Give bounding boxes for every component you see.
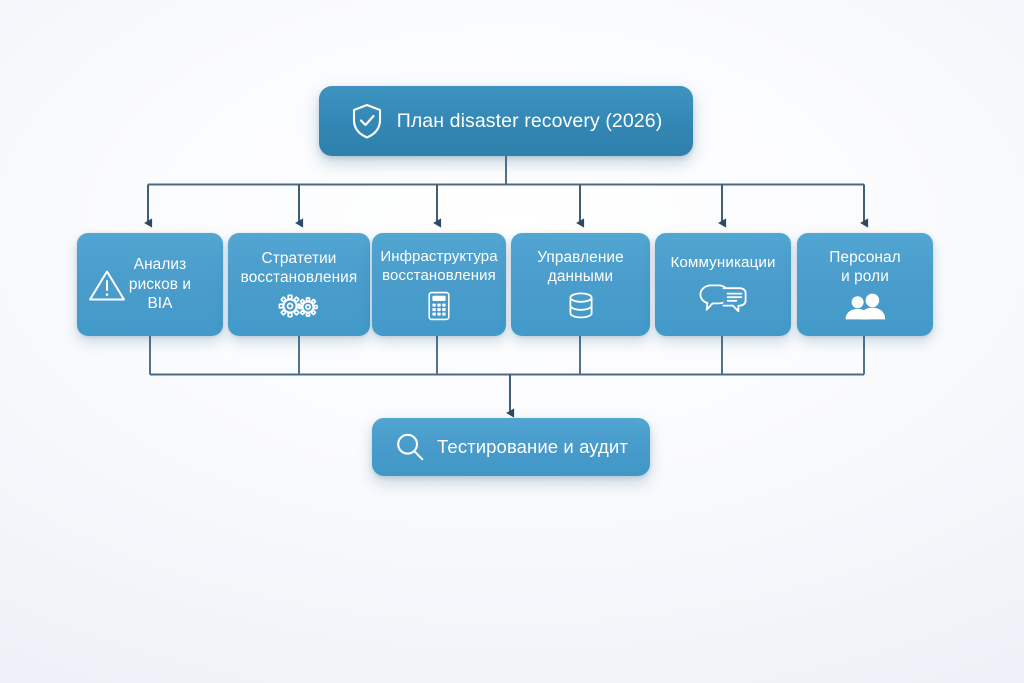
gears-icon	[276, 292, 322, 320]
branch-node-recovery-infrastructure[interactable]: Инфраструктура восстановления	[372, 233, 506, 336]
branch-label-line-2: и роли	[841, 268, 889, 285]
branch-label-line-2: восстановления	[382, 267, 496, 284]
branch-label-line-1: Стратетии	[261, 249, 337, 267]
branch-label-line-3: BIA	[147, 295, 173, 313]
shield-check-icon	[350, 102, 384, 140]
footer-node-label: Тестирование и аудит	[437, 436, 628, 458]
people-icon	[842, 293, 888, 321]
root-node-disaster-recovery-plan[interactable]: План disaster recovery (2026)	[319, 86, 693, 156]
branch-label-line-2: данными	[547, 268, 614, 285]
branch-label-line-2: восстановления	[240, 269, 358, 286]
branch-label-line-1: Коммуникации	[670, 254, 776, 272]
speech-bubbles-icon	[698, 282, 748, 316]
database-icon	[565, 291, 597, 321]
branch-node-staff-and-roles[interactable]: Персонал и роли	[797, 233, 933, 336]
branch-label-line-1: Анализ	[133, 256, 187, 274]
branch-node-data-management[interactable]: Управление данными	[511, 233, 650, 336]
branch-label-line-2: рисков и	[128, 275, 192, 293]
branch-node-risk-analysis[interactable]: Анализ рисков и BIA	[77, 233, 223, 336]
root-node-label: План disaster recovery (2026)	[396, 109, 663, 132]
branch-label-line-1: Инфраструктура	[380, 248, 498, 266]
branch-label-line-1: Персонал	[829, 248, 901, 266]
calculator-icon	[427, 291, 451, 321]
warning-triangle-icon	[87, 266, 127, 304]
branch-node-communications[interactable]: Коммуникации	[655, 233, 791, 336]
branch-node-recovery-strategies[interactable]: Стратетии восстановления	[228, 233, 370, 336]
footer-node-testing-and-audit[interactable]: Тестирование и аудит	[372, 418, 650, 476]
branch-label-line-1: Управление	[537, 248, 624, 266]
magnifier-icon	[394, 431, 426, 463]
